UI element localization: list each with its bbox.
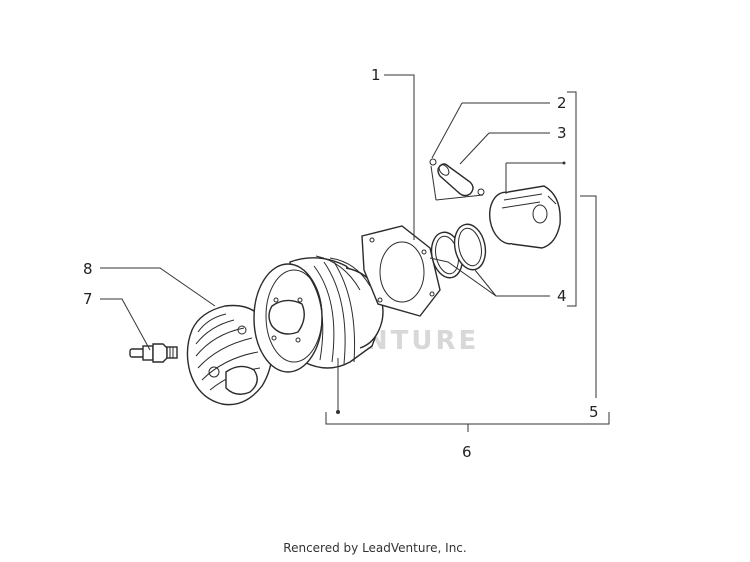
callout-7: 7 xyxy=(83,290,93,308)
cylinder-head-cover[interactable] xyxy=(186,304,273,406)
footer-credit: Rencered by LeadVenture, Inc. xyxy=(283,541,467,555)
cylinder[interactable] xyxy=(253,255,384,373)
callout-8: 8 xyxy=(83,260,93,278)
spark-plug[interactable] xyxy=(129,343,178,363)
callout-1: 1 xyxy=(371,66,381,84)
callout-4: 4 xyxy=(557,287,567,305)
callout-3: 3 xyxy=(557,124,567,142)
callout-2: 2 xyxy=(557,94,567,112)
piston-pin[interactable] xyxy=(437,163,474,197)
leader-lines xyxy=(100,74,610,432)
piston[interactable] xyxy=(486,185,561,249)
callout-5: 5 xyxy=(589,403,599,421)
callout-6: 6 xyxy=(462,443,472,461)
cylinder-gasket[interactable] xyxy=(361,225,441,317)
piston-rings[interactable] xyxy=(428,221,490,280)
